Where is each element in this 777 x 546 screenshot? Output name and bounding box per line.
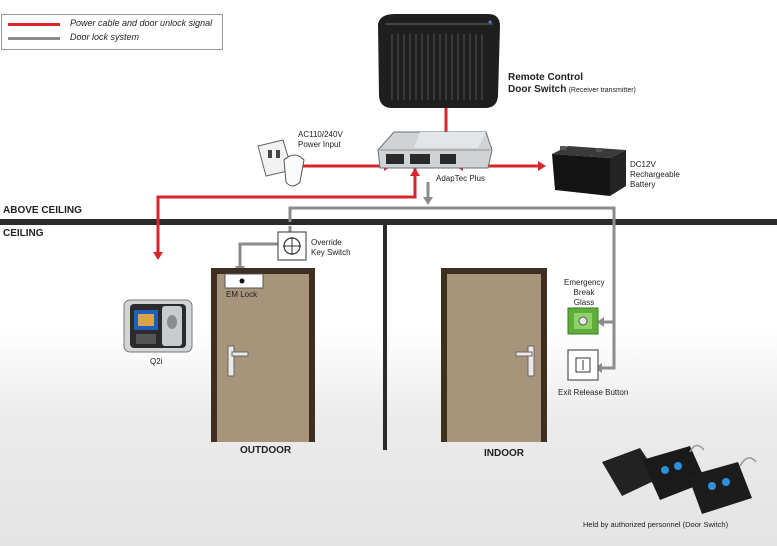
ceiling-label: CEILING xyxy=(3,228,44,239)
remote-title-line1: Remote Control xyxy=(508,72,583,83)
ceiling-beam xyxy=(0,219,777,225)
wall-divider xyxy=(383,225,387,450)
exit-button-icon xyxy=(567,349,599,381)
above-ceiling-label: ABOVE CEILING xyxy=(3,205,82,216)
battery-line1: DC12V xyxy=(630,160,656,169)
em-lock-icon xyxy=(224,273,264,289)
battery-icon xyxy=(552,146,626,196)
indoor-door-icon xyxy=(441,268,547,442)
controller-label: AdapTec Plus xyxy=(436,174,485,183)
controller-box-icon xyxy=(377,131,493,169)
exit-button-label: Exit Release Button xyxy=(558,388,629,397)
key-switch-icon xyxy=(277,231,307,261)
legend-power-label: Power cable and door unlock signal xyxy=(70,18,213,28)
outdoor-label: OUTDOOR xyxy=(240,445,292,456)
outdoor-door-icon xyxy=(211,268,315,442)
remote-subtitle: (Receiver transmitter) xyxy=(568,87,636,94)
emergency-line2: Break xyxy=(573,288,595,297)
legend-lock-label: Door lock system xyxy=(70,32,140,42)
override-line1: Override xyxy=(311,238,342,247)
em-lock-label: EM Lock xyxy=(226,290,258,299)
lock-wires xyxy=(238,182,616,370)
legend-lock-swatch xyxy=(8,37,60,40)
reader-label: Q2i xyxy=(150,357,163,366)
battery-line3: Battery xyxy=(630,180,656,189)
receiver-box-icon xyxy=(378,14,500,108)
remote-title-line2: Door Switch xyxy=(508,84,567,95)
emergency-line1: Emergency xyxy=(564,278,605,287)
remotes-caption: Held by authorized personnel (Door Switc… xyxy=(583,520,729,529)
battery-line2: Rechargeable xyxy=(630,170,680,179)
legend: Power cable and door unlock signal Door … xyxy=(1,14,223,50)
break-glass-icon xyxy=(567,307,599,335)
power-plug-icon xyxy=(257,139,305,187)
remote-fobs-icon xyxy=(602,444,757,514)
legend-power-swatch xyxy=(8,23,60,26)
indoor-label: INDOOR xyxy=(484,448,524,459)
fingerprint-reader-icon xyxy=(123,299,193,353)
emergency-line3: Glass xyxy=(573,298,595,307)
power-input-line1: AC110/240V xyxy=(298,130,343,139)
override-line2: Key Switch xyxy=(311,248,351,257)
power-input-line2: Power Input xyxy=(298,140,341,149)
remote-title-line2-wrap: Door Switch (Receiver transmitter) xyxy=(508,85,636,96)
